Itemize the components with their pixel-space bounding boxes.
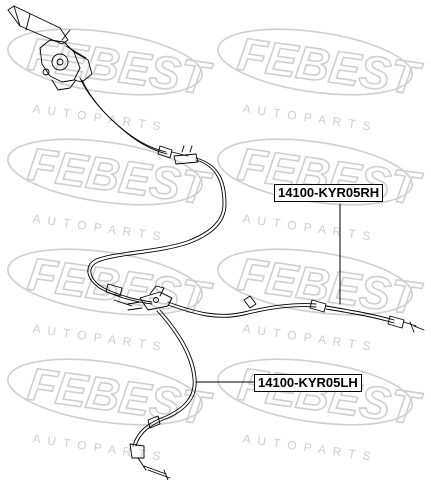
watermark-tagline: A U T O P A R T S: [242, 321, 374, 353]
watermark-logo: FEBEST A U T O P A R T S: [7, 27, 216, 134]
watermark-logo: FEBEST A U T O P A R T S: [217, 27, 426, 134]
loop-cable: [87, 157, 227, 305]
leader-lines: [195, 203, 341, 383]
watermark-tagline: A U T O P A R T S: [32, 211, 164, 243]
part-number-rh-label: 14100-KYR05RH: [274, 184, 384, 202]
watermark-tagline: A U T O P A R T S: [242, 101, 374, 133]
equalizer: [127, 285, 173, 311]
watermark-tagline: A U T O P A R T S: [32, 321, 164, 353]
rh-cable: [167, 295, 425, 333]
cable-clip: [105, 283, 133, 307]
watermark-logo: FEBEST A U T O P A R T S: [7, 247, 216, 354]
cable-assembly-drawing: [7, 5, 425, 480]
watermark-layer: FEBEST A U T O P A R T S FEBEST A U T O …: [7, 27, 426, 464]
watermark-tagline: A U T O P A R T S: [32, 101, 164, 133]
watermark-logo: FEBEST A U T O P A R T S: [7, 357, 216, 464]
watermark-tagline: A U T O P A R T S: [242, 211, 374, 243]
lh-cable: [129, 309, 197, 480]
guide-bracket: [173, 145, 199, 165]
part-number-lh-label: 14100-KYR05LH: [254, 374, 362, 392]
watermark-logo: FEBEST A U T O P A R T S: [217, 357, 426, 464]
hand-brake-lever: [7, 5, 93, 91]
watermark-tagline: A U T O P A R T S: [242, 431, 374, 463]
watermark-logo: FEBEST A U T O P A R T S: [217, 247, 426, 354]
